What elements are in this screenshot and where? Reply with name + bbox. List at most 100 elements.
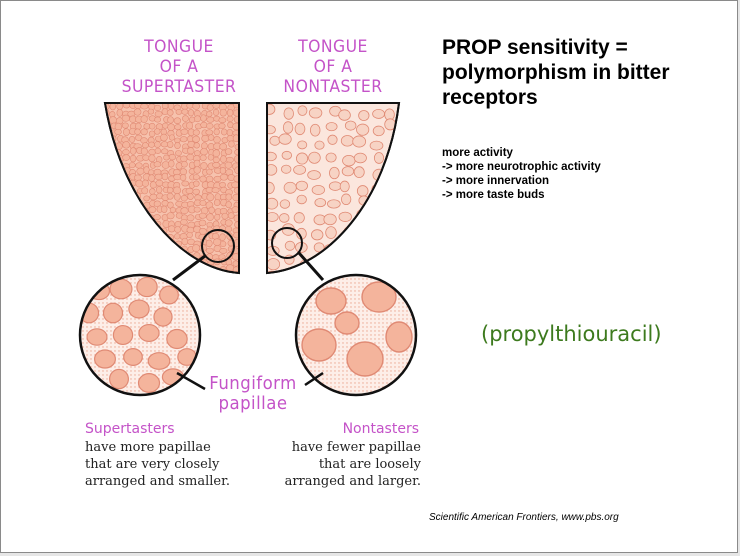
papilla xyxy=(123,155,130,161)
supertasters-caption-title: Supertasters xyxy=(85,421,175,437)
papilla xyxy=(104,226,111,232)
papilla xyxy=(154,117,160,122)
papilla xyxy=(357,186,368,197)
papilla xyxy=(222,213,228,219)
papilla xyxy=(129,136,135,142)
papilla xyxy=(149,189,155,195)
papilla xyxy=(121,180,128,187)
papilla xyxy=(214,214,220,220)
papilla xyxy=(123,142,130,149)
papilla xyxy=(359,110,369,120)
papilla xyxy=(187,122,193,129)
papilla xyxy=(104,148,111,155)
papilla xyxy=(373,109,385,118)
papilla xyxy=(326,153,336,162)
papilla xyxy=(104,206,110,213)
papilla xyxy=(174,234,180,240)
papilla xyxy=(201,115,207,122)
papilla xyxy=(354,245,366,254)
papilla xyxy=(281,165,291,173)
papilla xyxy=(297,195,307,204)
papilla xyxy=(214,199,220,205)
papilla xyxy=(235,144,241,149)
papilla xyxy=(167,330,187,349)
papilla xyxy=(104,235,110,241)
papilla xyxy=(122,196,128,203)
papilla xyxy=(199,213,206,218)
papilla xyxy=(206,111,212,116)
papilla xyxy=(104,222,111,228)
papilla xyxy=(122,261,129,267)
papilla xyxy=(341,136,353,147)
papilla xyxy=(123,246,130,253)
papilla xyxy=(155,111,162,116)
papilla xyxy=(180,136,187,141)
papilla xyxy=(129,240,135,245)
papilla xyxy=(102,189,108,196)
papilla xyxy=(161,149,168,154)
papilla xyxy=(220,248,228,253)
papilla xyxy=(213,157,219,163)
papilla xyxy=(387,170,397,180)
papilla xyxy=(206,130,213,135)
papilla xyxy=(111,207,118,214)
papilla xyxy=(110,267,116,273)
papilla xyxy=(315,198,326,206)
papilla xyxy=(141,240,148,246)
papilla xyxy=(129,194,135,200)
papilla xyxy=(375,214,385,223)
papilla xyxy=(123,214,130,220)
papilla xyxy=(209,207,215,214)
papilla xyxy=(156,180,163,186)
papilla xyxy=(187,154,194,160)
papilla xyxy=(194,143,200,148)
papilla xyxy=(137,220,143,226)
slide-heading: PROP sensitivity = polymorphism in bitte… xyxy=(442,35,732,110)
papilla xyxy=(280,200,290,209)
papilla xyxy=(123,251,129,258)
papilla xyxy=(117,271,123,277)
papilla xyxy=(129,259,135,266)
papilla xyxy=(142,143,148,148)
papilla xyxy=(200,155,206,161)
papilla xyxy=(136,163,143,169)
papilla xyxy=(161,206,167,213)
papilla xyxy=(108,168,115,173)
papilla xyxy=(116,174,123,181)
papilla xyxy=(354,167,364,178)
papilla xyxy=(155,174,162,180)
papilla xyxy=(280,274,292,282)
papilla xyxy=(187,232,193,238)
papilla xyxy=(122,266,129,273)
papilla xyxy=(327,261,338,271)
papilla xyxy=(154,308,172,326)
papilla xyxy=(163,241,170,247)
papilla xyxy=(143,253,150,260)
papilla xyxy=(264,182,274,193)
papilla xyxy=(161,142,168,148)
papilla xyxy=(219,123,226,128)
papilla xyxy=(310,124,320,136)
papilla xyxy=(150,246,156,252)
papilla xyxy=(335,312,359,334)
papilla xyxy=(154,260,161,266)
papilla xyxy=(144,196,150,201)
papilla xyxy=(206,240,212,247)
papilla xyxy=(372,229,384,238)
papilla xyxy=(390,271,399,281)
papilla xyxy=(386,322,412,352)
papilla xyxy=(134,175,141,181)
papilla xyxy=(270,136,280,145)
papilla xyxy=(102,259,109,265)
papilla xyxy=(347,342,383,376)
papilla xyxy=(213,239,221,246)
papilla xyxy=(123,129,129,136)
papilla xyxy=(137,277,157,296)
papilla xyxy=(387,197,400,206)
fungiform-papillae-label: Fungiform papillae xyxy=(198,374,308,414)
papilla xyxy=(137,168,145,174)
papilla xyxy=(279,134,291,145)
papilla xyxy=(233,261,239,267)
papilla xyxy=(193,130,199,136)
